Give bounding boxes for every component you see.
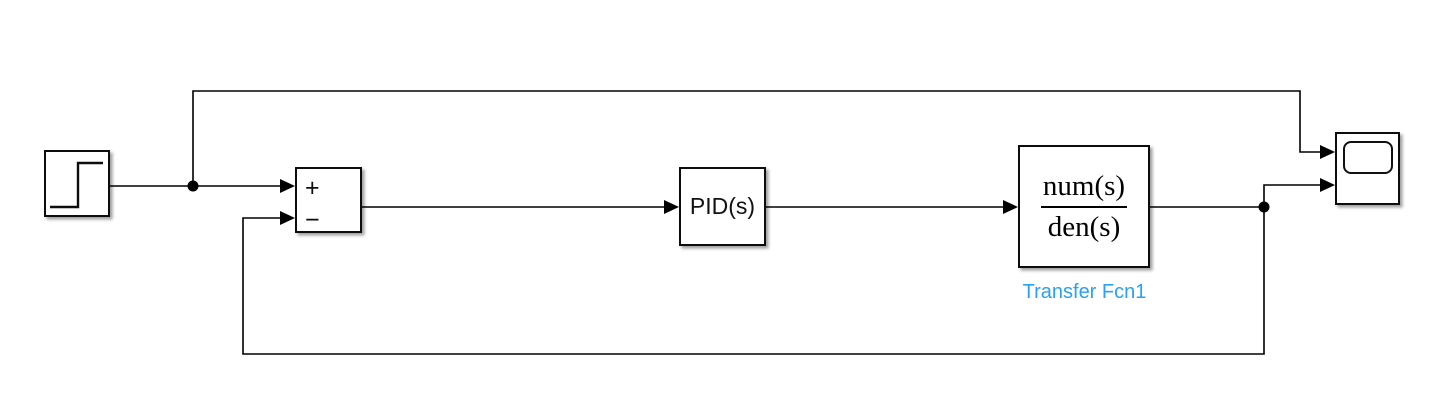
transfer-fcn-fraction: num(s) den(s) — [1040, 169, 1128, 244]
transfer-fcn-numerator: num(s) — [1042, 169, 1126, 202]
sum-plus-sign: + — [305, 174, 320, 202]
transfer-fcn-block[interactable]: num(s) den(s) — [1018, 145, 1150, 268]
arrowhead-sum-plus — [280, 179, 295, 193]
pid-label: PID(s) — [689, 193, 756, 219]
pid-controller-block[interactable]: PID(s) — [679, 167, 766, 246]
wire-feedback[interactable] — [242, 207, 1265, 355]
scope-block[interactable] — [1335, 132, 1400, 205]
arrowhead-tf-in — [1003, 200, 1018, 214]
scope-screen-icon — [1343, 141, 1393, 174]
wire-branch-to-scope[interactable] — [192, 90, 1321, 186]
arrowhead-scope-in1 — [1320, 145, 1335, 159]
step-block[interactable] — [44, 150, 110, 217]
sum-minus-sign: − — [305, 206, 320, 234]
arrowhead-pid-in — [664, 200, 679, 214]
transfer-fcn-name-label[interactable]: Transfer Fcn1 — [1022, 281, 1147, 303]
arrowhead-sum-minus — [280, 211, 295, 225]
arrowhead-scope-in2 — [1320, 178, 1335, 192]
transfer-fcn-denominator: den(s) — [1040, 206, 1128, 244]
wire-junction-to-scope[interactable] — [1263, 184, 1321, 207]
junction-dot-step — [187, 180, 199, 192]
step-signal-icon — [50, 161, 103, 209]
sum-block[interactable]: + − — [295, 167, 362, 233]
junction-dot-output — [1258, 201, 1270, 213]
